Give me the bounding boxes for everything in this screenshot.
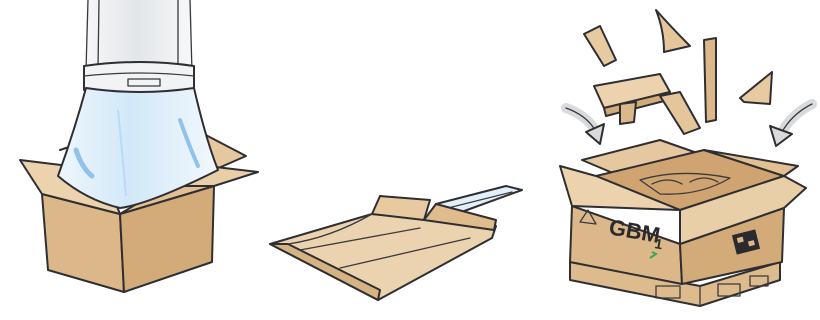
panel-filling: GBM 1	[560, 10, 812, 306]
arrow-right-icon	[770, 104, 812, 146]
arrow-left-icon	[566, 108, 604, 144]
panel-bagging	[20, 0, 258, 292]
panel-flattened	[270, 186, 522, 300]
box-panel3	[560, 140, 806, 284]
filler-pieces	[584, 10, 772, 134]
